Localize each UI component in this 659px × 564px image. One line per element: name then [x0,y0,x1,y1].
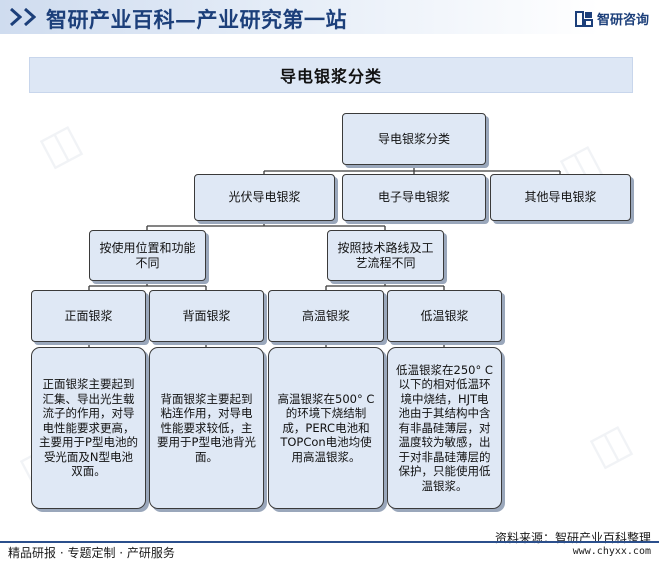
node-type-front: 正面银浆 [31,290,146,342]
chart-title: 导电银浆分类 [279,67,382,86]
chevron-right-icon [10,8,22,26]
footer-url[interactable]: www.chyxx.com [572,546,651,557]
desc-high-temp: 高温银浆在500° C的环境下烧结制成，PERC电池和TOPCon电池均使用高温… [268,347,384,509]
node-type-back: 背面银浆 [149,290,264,342]
node-type-high-temp: 高温银浆 [268,290,384,342]
source-note: 资料来源：智研产业百科整理 [494,531,651,545]
brand-logo-icon [574,10,593,27]
node-type-low-temp: 低温银浆 [387,290,502,342]
desc-front: 正面银浆主要起到汇集、导出光生载流子的作用，对导电性能要求更高，主要用于P型电池… [31,347,146,509]
footer-tagline: 精品研报 · 专题定制 · 产研服务 [8,546,175,560]
node-criteria-process: 按照技术路线及工艺流程不同 [327,230,444,281]
brand-name: 智研咨询 [596,13,649,28]
node-criteria-position: 按使用位置和功能不同 [89,230,206,281]
chart-title-band: 导电银浆分类 [29,57,633,93]
node-level1-other: 其他导电银浆 [490,174,631,221]
desc-low-temp: 低温银浆在250° C以下的相对低温环境中烧结，HJT电池由于其结构中含有非晶硅… [387,347,502,509]
brand[interactable]: 智研咨询 [574,9,649,28]
desc-back: 背面银浆主要起到粘连作用，对导电性能要求较低，主要用于P型电池背光面。 [149,347,264,509]
node-root: 导电银浆分类 [342,113,486,165]
node-level1-pv: 光伏导电银浆 [194,174,335,221]
node-level1-electronic: 电子导电银浆 [342,174,486,221]
header-stripe [0,0,600,34]
header-bar: 智研产业百科—产业研究第一站 智研咨询 [0,0,659,36]
site-title: 智研产业百科—产业研究第一站 [46,7,347,32]
footer-divider [0,541,659,543]
chevron-right-icon [24,8,36,26]
